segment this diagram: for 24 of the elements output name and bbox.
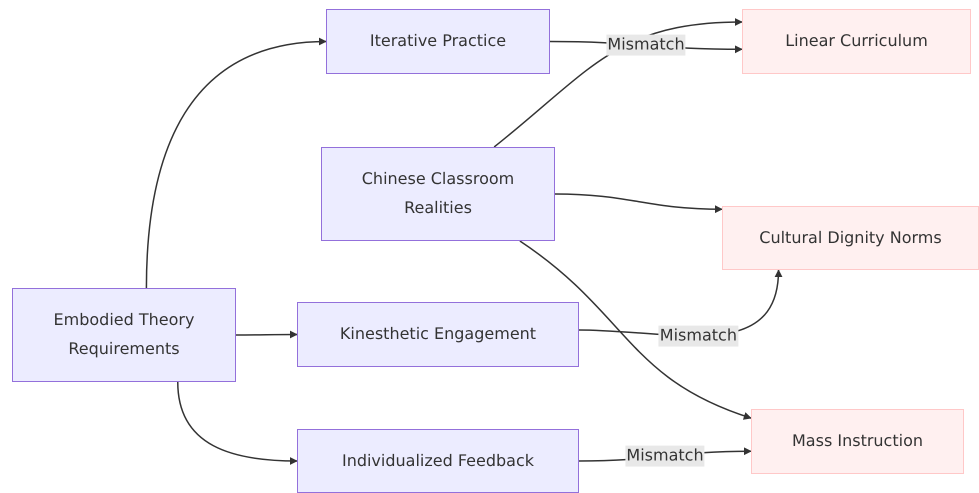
process-box — [751, 409, 964, 474]
process-box — [722, 206, 979, 270]
arrow — [236, 330, 298, 338]
node-label: Mass Instruction — [792, 430, 923, 452]
edge-label: Mismatch — [625, 446, 705, 467]
node-label: Linear Curriculum — [785, 30, 928, 52]
node-label: Chinese Classroom Realities — [360, 168, 516, 219]
arrow — [177, 382, 298, 465]
process-box — [297, 429, 579, 493]
node-label: Cultural Dignity Norms — [759, 226, 942, 249]
process-box — [326, 9, 550, 74]
node-label: Embodied Theory Requirements — [52, 309, 196, 360]
process-box — [12, 288, 236, 382]
arrow — [146, 38, 327, 288]
process-box — [321, 147, 555, 241]
edge-label: Mismatch — [658, 325, 738, 346]
arrow — [554, 193, 723, 214]
node-label: Individualized Feedback — [342, 450, 534, 472]
process-box — [297, 302, 579, 367]
process-box — [742, 9, 971, 74]
node-label: Iterative Practice — [370, 30, 506, 52]
node-label: Kinesthetic Engagement — [340, 323, 536, 346]
edge-label: Mismatch — [606, 35, 686, 56]
arrow — [519, 240, 752, 420]
